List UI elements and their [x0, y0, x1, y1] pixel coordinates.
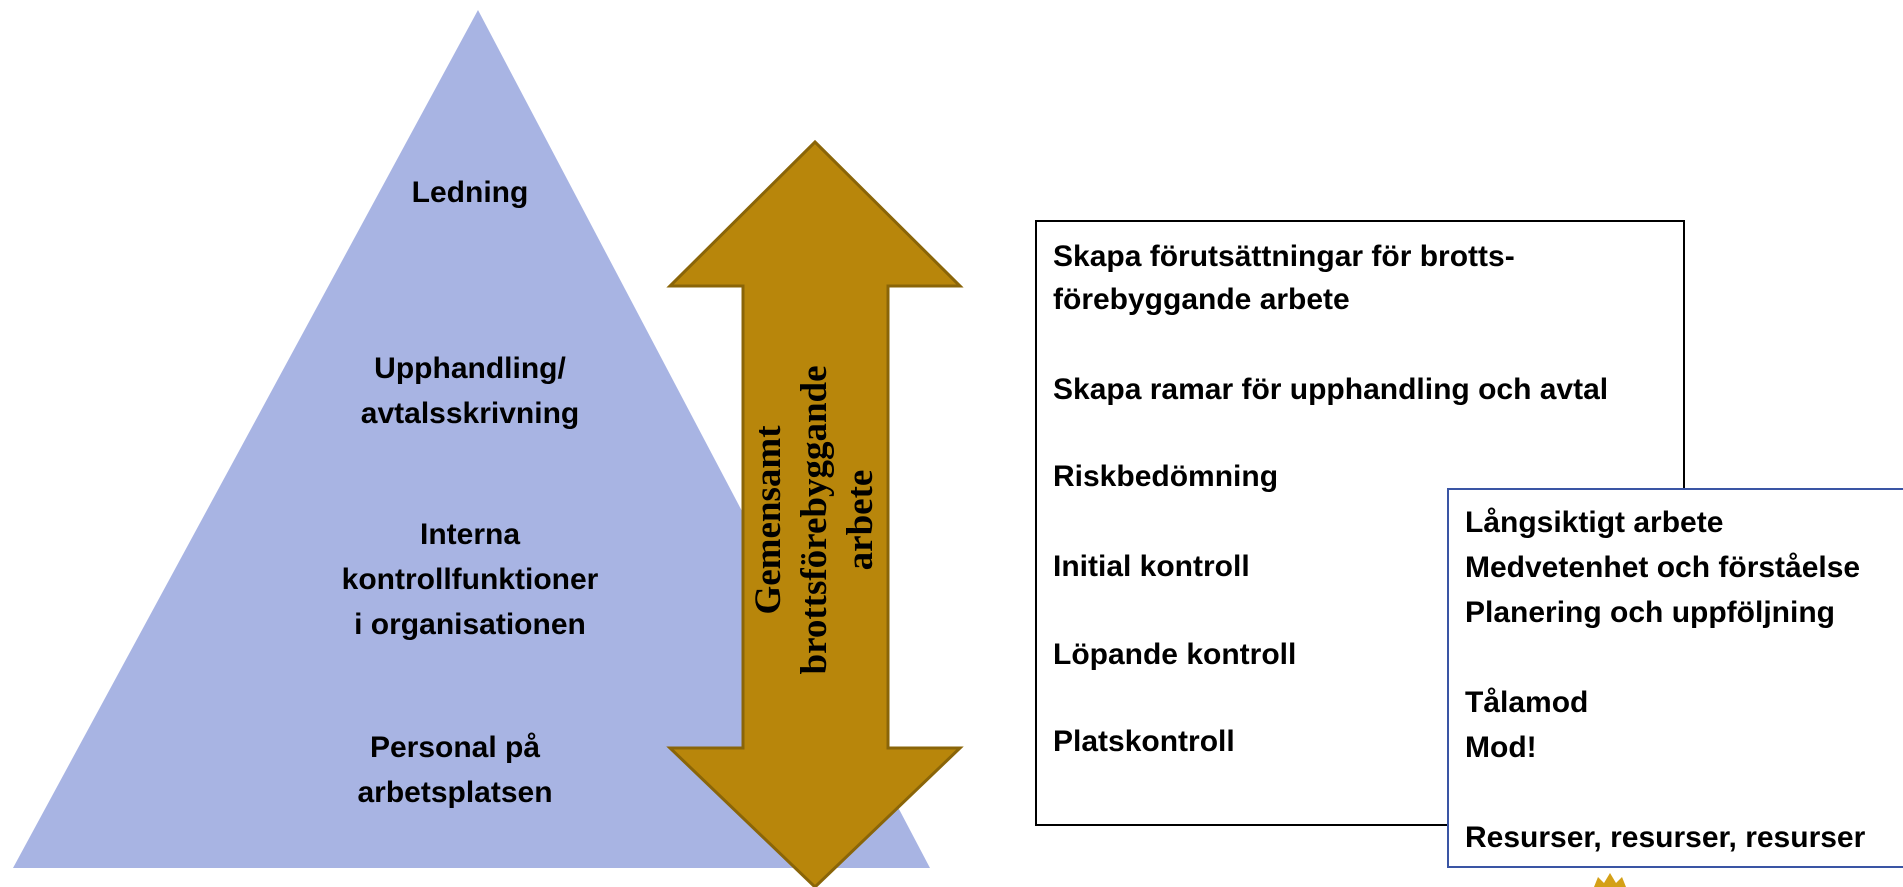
pyramid-shape	[13, 10, 930, 868]
success-line: Planering och uppföljning	[1465, 596, 1835, 629]
steps-line: Skapa ramar för upphandling och avtal	[1053, 373, 1609, 406]
steps-line: förebyggande arbete	[1053, 283, 1350, 316]
success-line: Mod!	[1465, 731, 1537, 764]
success-line: Tålamod	[1465, 686, 1589, 719]
steps-line: Initial kontroll	[1053, 550, 1250, 583]
crown-emblem-icon	[1594, 873, 1626, 887]
success-line: Resurser, resurser, resurser	[1465, 821, 1866, 854]
pyramid-level-workplace-staff: Personal på arbetsplatsen	[357, 731, 553, 809]
steps-line: Skapa förutsättningar för brotts-	[1053, 240, 1515, 273]
success-factors-box: Långsiktigt arbete Medvetenhet och först…	[1447, 488, 1903, 868]
pyramid-level-internal-control: Interna kontrollfunktioner i organisatio…	[341, 518, 599, 641]
arrow-label: Gemensamt brottsförebyggande arbete	[748, 365, 881, 675]
steps-line: Riskbedömning	[1053, 460, 1279, 493]
success-line: Medvetenhet och förståelse	[1465, 551, 1861, 584]
pyramid-level-management: Ledning	[411, 176, 529, 209]
double-headed-arrow	[666, 139, 964, 887]
steps-line: Löpande kontroll	[1053, 638, 1297, 671]
pyramid-level-procurement: Upphandling/ avtalsskrivning	[360, 352, 580, 430]
success-line: Långsiktigt arbete	[1465, 506, 1724, 539]
steps-line: Platskontroll	[1053, 725, 1235, 758]
